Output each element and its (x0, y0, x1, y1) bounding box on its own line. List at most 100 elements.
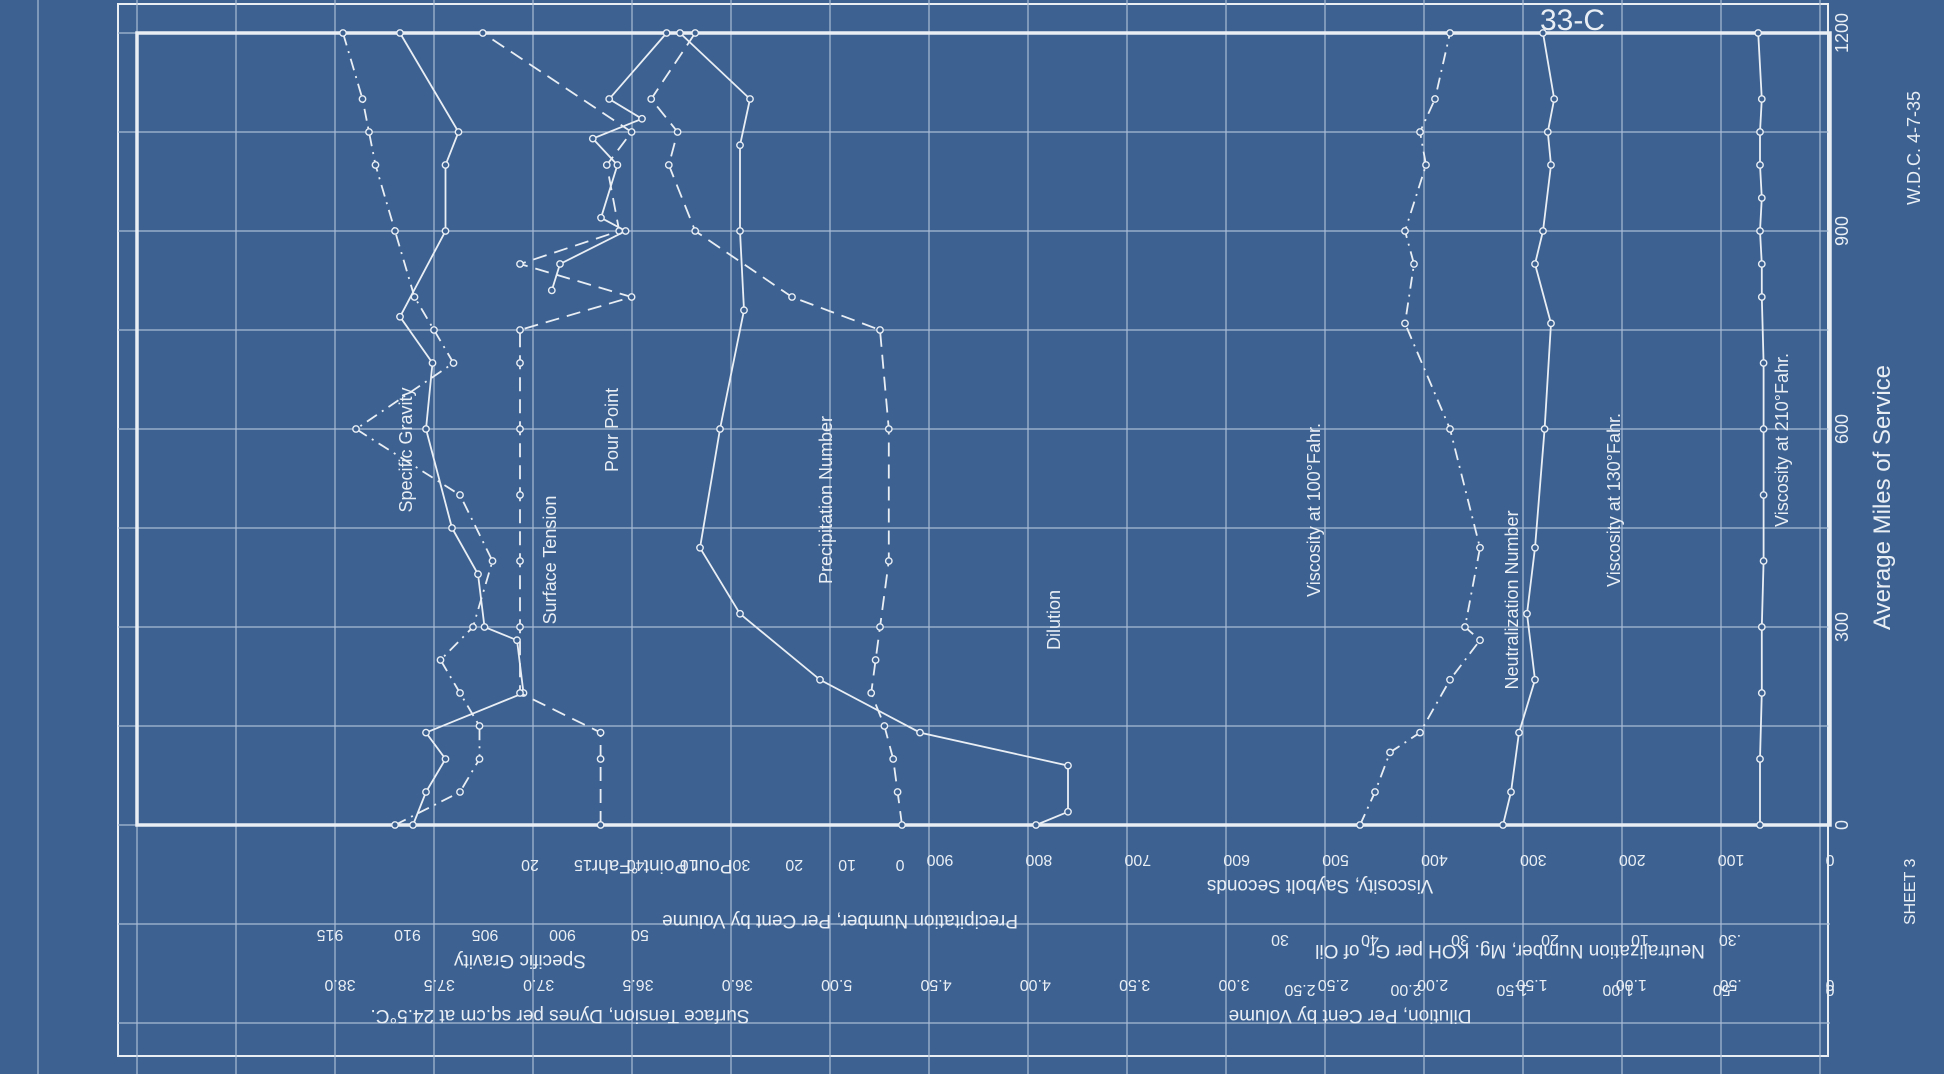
data-point (597, 213, 605, 222)
x-tick-label: 1200 (1832, 13, 1852, 53)
data-point (430, 326, 438, 334)
data-point (365, 128, 373, 136)
scale-label: .50 (1719, 976, 1741, 993)
scale-label: 37.0 (523, 976, 554, 993)
data-point (513, 636, 521, 645)
data-point (469, 623, 477, 631)
data-point (1531, 675, 1539, 684)
data-point (1431, 95, 1439, 103)
data-point (1515, 728, 1523, 737)
data-point (358, 95, 367, 103)
data-point (647, 95, 656, 103)
data-point (691, 227, 700, 235)
scale-label: 0 (1825, 981, 1834, 998)
curve-label: Viscosity at 100°Fahr. (1304, 423, 1324, 597)
data-point (456, 491, 464, 499)
scale-label: 1.00 (1616, 976, 1647, 993)
scale-label: 1.00 (1602, 981, 1633, 998)
scale-label: 30 (732, 856, 750, 873)
data-point (456, 788, 464, 796)
scale-label: 36.0 (722, 976, 753, 993)
data-point (1759, 359, 1768, 367)
data-point (391, 227, 399, 235)
axis-titles: Surface Tension, Dynes per sq.cm at 24.5… (371, 855, 1705, 1026)
x-tick-label: 900 (1832, 216, 1852, 246)
scale-label: 600 (1223, 851, 1250, 868)
grid-lines (37, 0, 1830, 1074)
scale-label: 20 (785, 856, 803, 873)
data-point (441, 161, 450, 169)
data-point (880, 722, 889, 730)
data-point (816, 675, 824, 684)
text-labels: 33-C W.D.C. 4-7-35 SHEET 3 Average Miles… (1540, 4, 1924, 925)
data-point (422, 788, 430, 796)
series-line-4 (650, 32, 903, 826)
data-point (516, 425, 524, 433)
data-point (1756, 128, 1764, 136)
scale-label: 3.00 (1218, 976, 1249, 993)
series-line-8 (1757, 32, 1765, 825)
data-point (396, 312, 404, 321)
axis-title: Viscosity, Saybolt Seconds (1207, 875, 1433, 896)
scale-label: 2.50 (1318, 976, 1349, 993)
data-point (884, 425, 893, 433)
scale-label: 900 (549, 926, 576, 943)
data-point (352, 425, 360, 433)
data-point (449, 359, 458, 367)
data-point (1759, 425, 1768, 433)
scale-label: 30 (1451, 931, 1469, 948)
data-point (736, 141, 744, 150)
data-point (1757, 623, 1766, 631)
scale-label: 300 (1520, 851, 1547, 868)
data-point (456, 689, 464, 697)
data-point (1446, 425, 1454, 433)
data-point (638, 114, 646, 123)
data-point (478, 29, 487, 37)
scale-label: 50 (631, 926, 649, 943)
data-point (736, 227, 744, 235)
data-point (691, 29, 700, 37)
axis-title: Neutralization Number, Mg. KOH per Gr. o… (1315, 940, 1705, 961)
data-point (1401, 319, 1409, 328)
curve-label: Precipitation Number (816, 416, 836, 584)
data-point (1756, 161, 1764, 169)
axis-title: Pour Point °Fahr. (588, 855, 733, 876)
data-point (871, 656, 880, 664)
data-point (488, 557, 497, 565)
data-point (1446, 675, 1454, 684)
scale-label: 3.50 (1119, 976, 1150, 993)
data-point (1064, 807, 1072, 816)
data-point (889, 755, 898, 763)
scale-label: 400 (1421, 851, 1448, 868)
data-point (1543, 128, 1552, 136)
curve-label: Dilution (1044, 590, 1064, 650)
sheet-label: SHEET 3 (1902, 859, 1919, 926)
data-point (602, 161, 611, 169)
data-point (1422, 161, 1430, 169)
data-point (454, 128, 463, 136)
data-point (556, 260, 564, 268)
data-point (1446, 29, 1454, 37)
data-point (1356, 821, 1364, 829)
series-line-1 (398, 32, 525, 826)
data-point (1757, 95, 1766, 103)
data-point (422, 728, 430, 737)
data-point (716, 425, 724, 433)
data-point (480, 623, 489, 631)
data-point (1531, 543, 1539, 552)
data-point (596, 728, 605, 737)
data-point (1547, 161, 1555, 169)
data-point (1531, 260, 1539, 268)
scale-label: 1.50 (1496, 981, 1527, 998)
data-point (1507, 788, 1515, 796)
curve-label: Viscosity at 130°Fahr. (1604, 413, 1624, 587)
scale-label: 4.50 (920, 976, 951, 993)
scale-label: 2.50 (1284, 981, 1315, 998)
data-point (588, 134, 597, 143)
data-point (516, 491, 524, 499)
data-point (441, 755, 450, 763)
